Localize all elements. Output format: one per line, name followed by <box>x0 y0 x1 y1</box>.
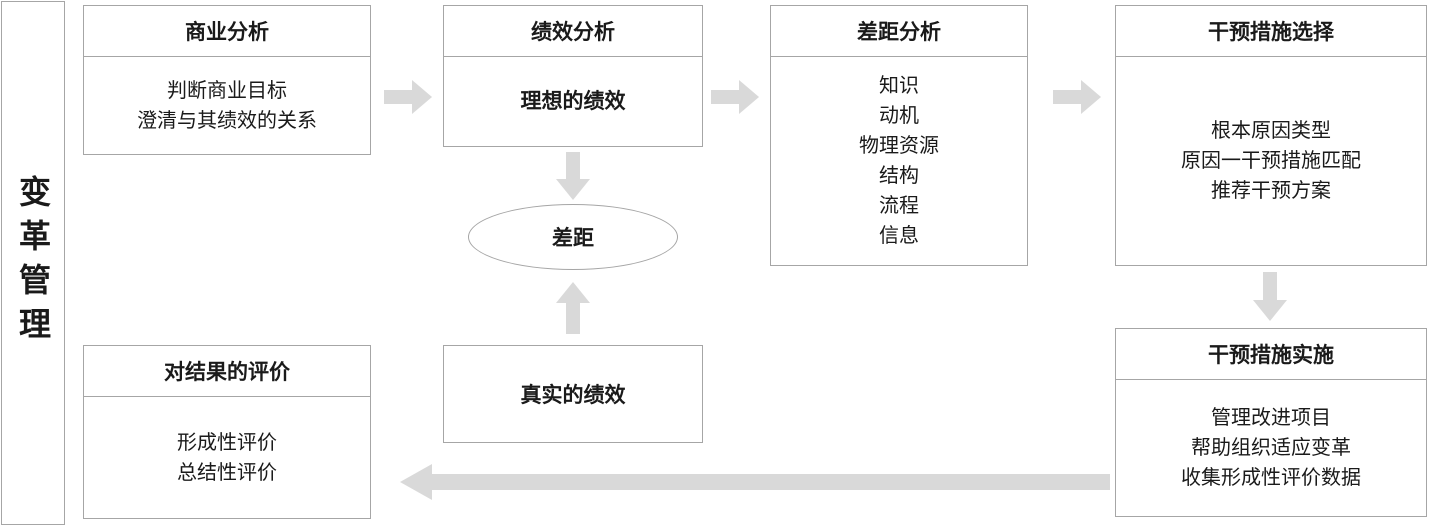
business-analysis-box: 商业分析 判断商业目标 澄清与其绩效的关系 <box>83 5 371 155</box>
evaluation-line: 总结性评价 <box>177 461 277 484</box>
arrow-body <box>566 152 580 179</box>
evaluation-line: 形成性评价 <box>177 431 277 454</box>
business-analysis-title: 商业分析 <box>83 5 371 57</box>
arrow-down-ideal-to-gap <box>556 152 590 200</box>
gap-analysis-item: 动机 <box>879 105 919 127</box>
ideal-performance-content: 理想的绩效 <box>443 56 703 147</box>
arrow-head-icon <box>556 179 590 200</box>
arrow-right-gap-analysis-to-selection <box>1053 80 1101 114</box>
gap-analysis-item: 流程 <box>879 195 919 217</box>
actual-performance-label: 真实的绩效 <box>520 384 626 407</box>
ideal-performance-label: 理想的绩效 <box>520 89 626 113</box>
performance-analysis-title: 绩效分析 <box>443 5 703 57</box>
evaluation-of-results-content: 形成性评价 总结性评价 <box>83 396 371 519</box>
performance-analysis-box: 绩效分析 理想的绩效 <box>443 5 703 147</box>
arrow-left-implementation-to-evaluation <box>400 464 1110 500</box>
arrow-body <box>432 474 1110 490</box>
gap-analysis-item: 信息 <box>879 225 919 247</box>
intervention-selection-box: 干预措施选择 根本原因类型 原因一干预措施匹配 推荐干预方案 <box>1115 5 1427 266</box>
intervention-implementation-content: 管理改进项目 帮助组织适应变革 收集形成性评价数据 <box>1115 379 1427 517</box>
business-analysis-line: 判断商业目标 <box>167 79 287 102</box>
arrow-up-actual-to-gap <box>556 282 590 334</box>
intervention-selection-line: 原因一干预措施匹配 <box>1181 150 1361 172</box>
business-analysis-line: 澄清与其绩效的关系 <box>137 109 317 132</box>
arrow-body <box>1053 90 1081 104</box>
gap-analysis-content: 知识 动机 物理资源 结构 流程 信息 <box>770 56 1028 266</box>
gap-label: 差距 <box>552 227 594 250</box>
business-analysis-content: 判断商业目标 澄清与其绩效的关系 <box>83 56 371 155</box>
evaluation-of-results-title: 对结果的评价 <box>83 345 371 397</box>
implementation-line: 收集形成性评价数据 <box>1181 467 1361 489</box>
gap-analysis-title: 差距分析 <box>770 5 1028 57</box>
intervention-implementation-title: 干预措施实施 <box>1115 328 1427 380</box>
arrow-body <box>711 90 739 104</box>
arrow-body <box>1263 272 1277 300</box>
actual-performance-box: 真实的绩效 <box>443 345 703 443</box>
intervention-selection-title: 干预措施选择 <box>1115 5 1427 57</box>
change-management-sidebar: 变革管理 <box>1 1 65 525</box>
arrow-body <box>566 303 580 334</box>
gap-ellipse: 差距 <box>468 204 678 270</box>
intervention-implementation-box: 干预措施实施 管理改进项目 帮助组织适应变革 收集形成性评价数据 <box>1115 328 1427 517</box>
arrow-head-icon <box>556 282 590 303</box>
arrow-right-performance-to-gap-analysis <box>711 80 759 114</box>
change-management-title: 变革管理 <box>15 175 51 351</box>
arrow-body <box>384 90 412 104</box>
gap-analysis-item: 物理资源 <box>859 135 939 157</box>
arrow-head-icon <box>1253 300 1287 321</box>
arrow-head-icon <box>412 80 432 114</box>
intervention-selection-content: 根本原因类型 原因一干预措施匹配 推荐干预方案 <box>1115 56 1427 266</box>
intervention-selection-line: 推荐干预方案 <box>1211 180 1331 202</box>
arrow-down-selection-to-implementation <box>1253 272 1287 322</box>
arrow-head-icon <box>400 464 432 500</box>
arrow-right-business-to-performance <box>384 80 432 114</box>
implementation-line: 帮助组织适应变革 <box>1191 437 1351 459</box>
evaluation-of-results-box: 对结果的评价 形成性评价 总结性评价 <box>83 345 371 519</box>
gap-analysis-box: 差距分析 知识 动机 物理资源 结构 流程 信息 <box>770 5 1028 266</box>
implementation-line: 管理改进项目 <box>1211 407 1331 429</box>
gap-analysis-item: 知识 <box>879 75 919 97</box>
gap-analysis-item: 结构 <box>879 165 919 187</box>
arrow-head-icon <box>739 80 759 114</box>
intervention-selection-line: 根本原因类型 <box>1211 120 1331 142</box>
arrow-head-icon <box>1081 80 1101 114</box>
